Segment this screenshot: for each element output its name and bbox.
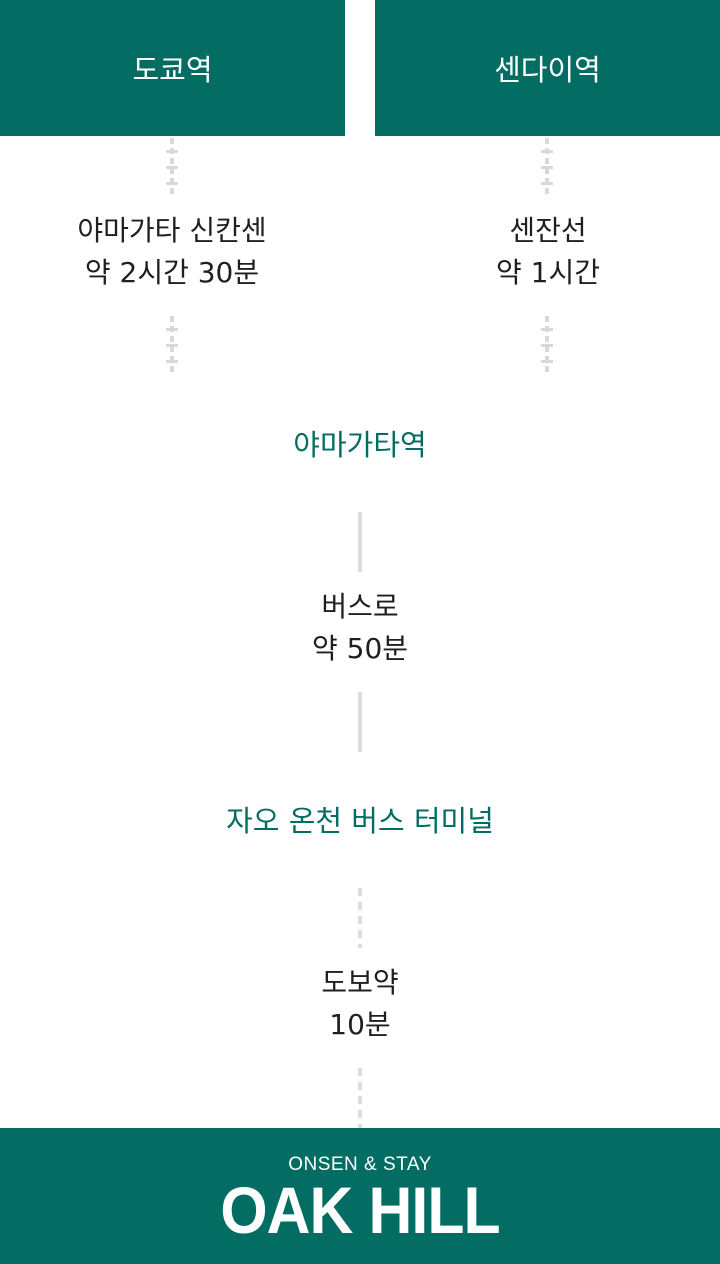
route-senzan-line: 센잔선 약 1시간: [398, 210, 698, 294]
bus-route-line: [358, 692, 362, 752]
stop-label: 야마가타역: [293, 428, 427, 462]
walk-route-line: [358, 1068, 362, 1128]
stop-yamagata-station: 야마가타역: [0, 422, 720, 464]
destination-oak-hill: ONSEN & STAY OAK HILL: [0, 1128, 720, 1264]
origin-sendai-label: 센다이역: [494, 53, 601, 87]
bus-route-line: [358, 512, 362, 572]
origin-tokyo-label: 도쿄역: [132, 53, 213, 87]
segment-mode: 도보약: [321, 966, 399, 999]
segment-duration: 약 50분: [311, 632, 409, 665]
railway-track-icon: [166, 138, 178, 198]
walk-route-line: [358, 888, 362, 948]
route-name: 야마가타 신칸센: [77, 214, 267, 247]
railway-track-icon: [541, 316, 553, 376]
route-duration: 약 2시간 30분: [84, 256, 260, 289]
origin-sendai-station: 센다이역: [375, 0, 720, 136]
segment-bus: 버스로 약 50분: [210, 586, 510, 670]
railway-track-icon: [541, 138, 553, 198]
segment-duration: 10분: [329, 1008, 391, 1041]
origin-tokyo-station: 도쿄역: [0, 0, 345, 136]
brand-logo-text: OAK HILL: [220, 1173, 500, 1247]
segment-walk: 도보약 10분: [210, 962, 510, 1046]
brand-subtitle: ONSEN & STAY: [288, 1154, 432, 1175]
stop-label: 자오 온천 버스 터미널: [226, 804, 494, 838]
railway-track-icon: [166, 316, 178, 376]
route-yamagata-shinkansen: 야마가타 신칸센 약 2시간 30분: [22, 210, 322, 294]
route-duration: 약 1시간: [496, 256, 600, 289]
stop-zao-bus-terminal: 자오 온천 버스 터미널: [0, 798, 720, 840]
segment-mode: 버스로: [321, 590, 399, 623]
route-name: 센잔선: [509, 214, 587, 247]
